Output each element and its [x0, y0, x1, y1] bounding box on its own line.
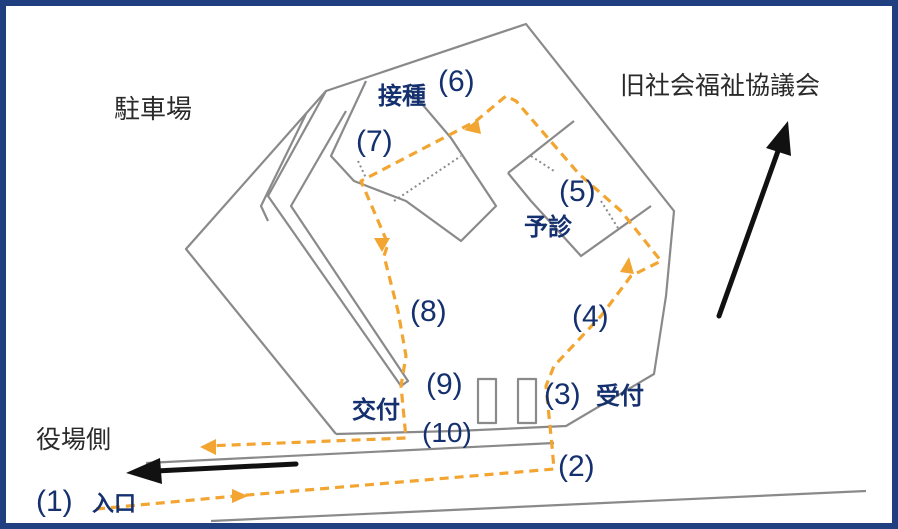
station-1-number: (1) [36, 485, 73, 518]
station-7-number: (7) [356, 125, 393, 158]
visitor-route [95, 94, 663, 511]
station-8-number: (8) [410, 295, 447, 328]
to-city-hall-arrow [126, 458, 299, 484]
station-1-name: 入口 [92, 491, 136, 516]
route-arrow-4 [374, 238, 390, 252]
station-4-number: (4) [572, 300, 609, 333]
station-9-number: (9) [426, 368, 463, 401]
route-arrow-2 [620, 257, 634, 274]
station-3-number: (3) [544, 378, 581, 411]
former-council-label: 旧社会福祉協議会 [620, 72, 820, 100]
parking-label: 駐車場 [114, 94, 192, 124]
station-5-name: 予診 [524, 213, 573, 241]
route-arrow-3 [464, 119, 481, 134]
route-arrow-5 [200, 439, 216, 455]
partition-5b [600, 200, 619, 229]
partition-7b [393, 155, 462, 202]
station-9-name: 交付 [352, 396, 400, 424]
station-2-number: (2) [558, 450, 595, 483]
booth-left [476, 377, 498, 425]
station-6-number: (6) [438, 65, 475, 98]
station-10-number: (10) [422, 417, 472, 448]
booth-right [516, 377, 538, 425]
partition-5a [530, 155, 555, 172]
building-outline [145, 22, 867, 523]
partition-7a [357, 160, 367, 179]
station-3-name: 受付 [596, 382, 644, 410]
station-5-number: (5) [559, 175, 596, 208]
station-6-name: 接種 [378, 83, 426, 110]
route-arrow-1 [232, 489, 248, 503]
city-hall-side-label: 役場側 [36, 426, 111, 454]
venue-map: 駐車場 旧社会福祉協議会 役場側 (1) 入口 (2) (3) 受付 (4) (… [36, 22, 867, 523]
to-former-council-arrow [716, 121, 791, 319]
